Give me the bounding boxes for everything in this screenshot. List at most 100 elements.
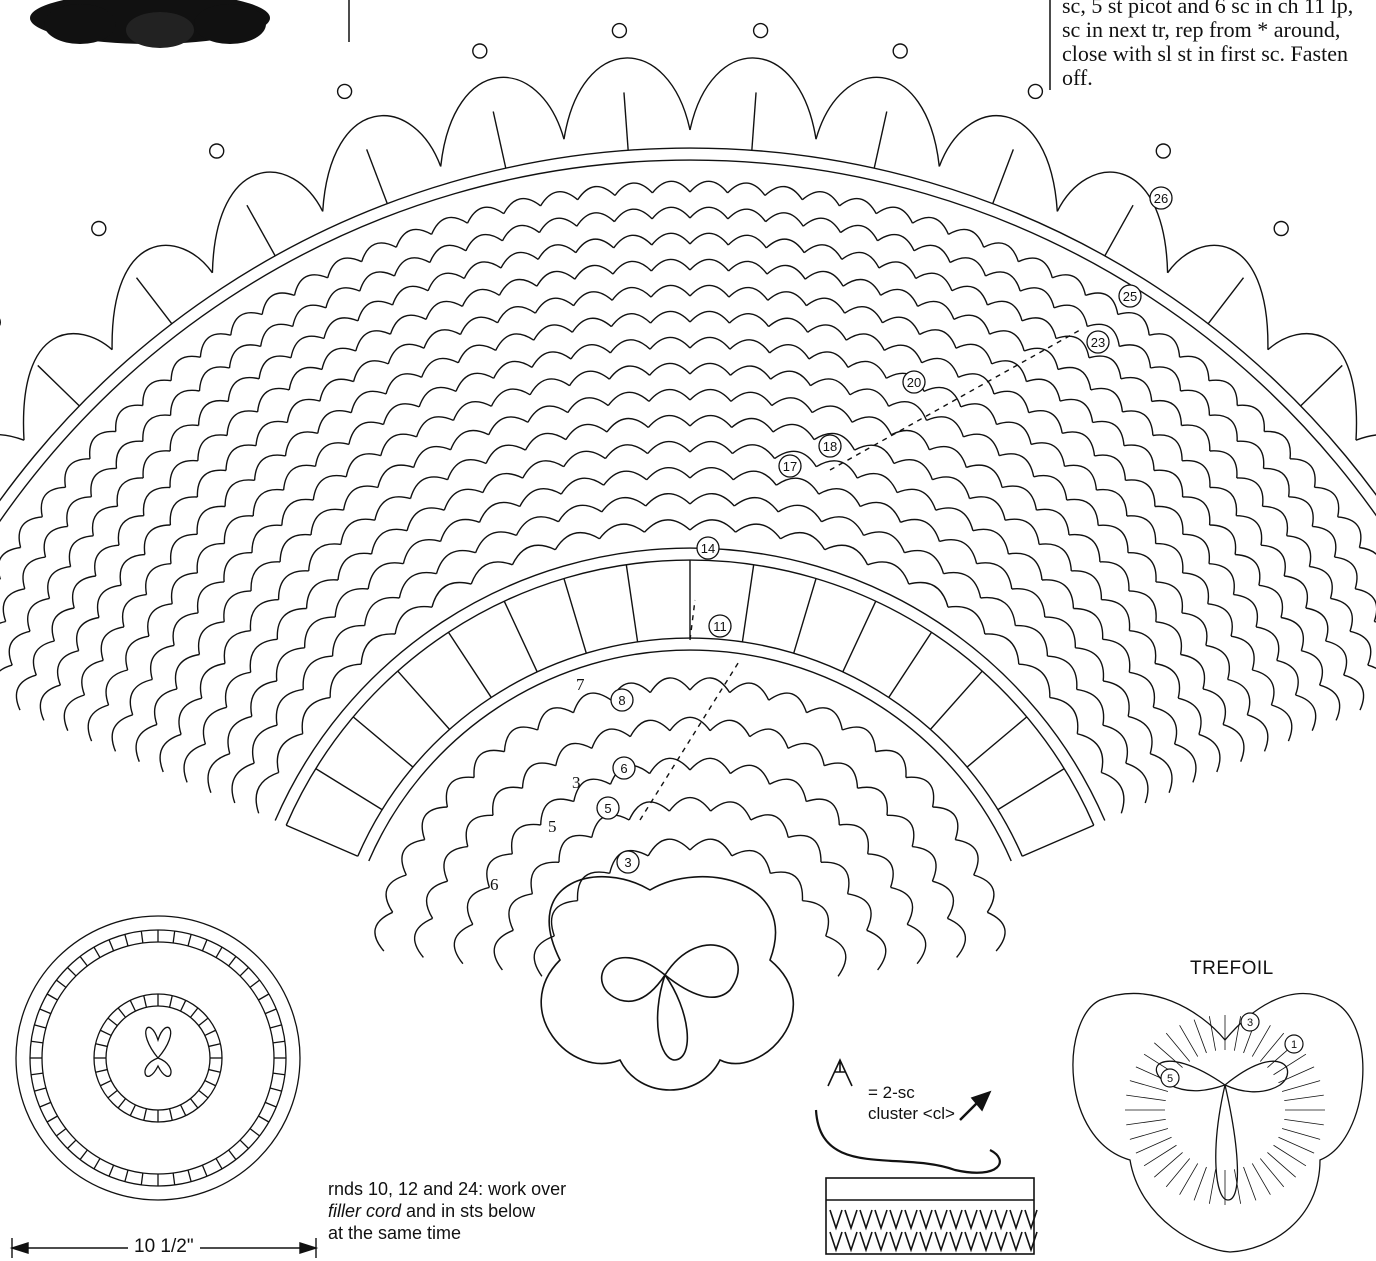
- chain-loop: [901, 520, 940, 542]
- chain-loop: [499, 279, 537, 295]
- chain-loop: [200, 367, 230, 391]
- chain-loop: [427, 881, 448, 918]
- chain-loop: [386, 875, 406, 912]
- ring-tick: [40, 1009, 51, 1014]
- ring-tick: [96, 1070, 108, 1073]
- chain-loop: [1101, 773, 1124, 814]
- chain-loop: [384, 404, 420, 425]
- chain-loop: [556, 743, 592, 765]
- ring-tick: [94, 1158, 100, 1168]
- chain-loop: [1020, 288, 1054, 308]
- chain-loop: [41, 487, 65, 517]
- chain-loop: [0, 665, 12, 700]
- round-marker-label: 18: [823, 439, 837, 454]
- chain-loop: [732, 851, 771, 874]
- chain-loop: [1103, 725, 1127, 763]
- chain-loop: [486, 445, 525, 463]
- ring-tick: [173, 1173, 175, 1185]
- chain-loop: [843, 279, 881, 295]
- chain-loop: [69, 536, 93, 567]
- chain-loop: [358, 301, 393, 321]
- chain-loop: [504, 727, 537, 752]
- chain-loop: [977, 563, 1012, 589]
- chain-loop: [1350, 631, 1371, 665]
- chain-loop: [690, 259, 729, 271]
- chain-loop: [464, 262, 501, 279]
- chain-loop: [305, 617, 336, 648]
- chain-loop: [648, 839, 690, 856]
- ring-tick: [270, 1025, 282, 1028]
- chain-loop: [432, 582, 471, 607]
- chain-loop: [1034, 476, 1067, 500]
- chain-loop: [577, 213, 615, 226]
- chain-loop: [868, 854, 893, 888]
- trefoil-stitch: [1278, 1067, 1314, 1083]
- chain-loop: [559, 835, 592, 862]
- chain-loop: [483, 474, 523, 493]
- chain-loop: [956, 344, 992, 364]
- trefoil-stitch: [1136, 1137, 1172, 1153]
- chain-loop: [609, 366, 649, 379]
- guide-line: [640, 660, 740, 820]
- chain-loop: [324, 318, 358, 339]
- chain-loop: [690, 285, 729, 297]
- chain-loop: [804, 245, 842, 260]
- chain-loop: [98, 585, 122, 617]
- trefoil-stitch: [1126, 1119, 1166, 1124]
- chain-loop: [912, 847, 936, 882]
- chain-loop: [1019, 664, 1050, 697]
- chain-loop: [1058, 367, 1091, 389]
- chain-loop: [365, 598, 400, 626]
- chain-loop: [572, 318, 611, 332]
- chain-loop: [1100, 562, 1129, 591]
- chain-loop: [532, 352, 571, 368]
- chain-loop: [852, 417, 891, 435]
- chain-loop: [1181, 425, 1209, 451]
- chain-loop: [1071, 571, 1101, 600]
- chain-loop: [555, 533, 599, 550]
- band-divider: [794, 578, 816, 653]
- round-marker-label: 23: [1091, 335, 1105, 350]
- chain-loop: [867, 930, 886, 970]
- chain-loop: [307, 580, 338, 609]
- chain-loop: [1018, 258, 1052, 278]
- chain-loop: [474, 750, 504, 777]
- chain-loop: [175, 655, 199, 689]
- chain-loop: [197, 470, 226, 497]
- chain-loop: [468, 207, 504, 223]
- chain-loop: [614, 209, 652, 222]
- chain-loop: [1209, 380, 1237, 405]
- chain-loop: [198, 435, 227, 461]
- ring-tick: [94, 947, 100, 957]
- chain-loop: [604, 471, 647, 485]
- ring-tick: [96, 1044, 108, 1047]
- chain-loop: [897, 489, 936, 510]
- chain-loop: [1247, 715, 1268, 752]
- chain-loop: [769, 693, 807, 713]
- chain-count-label: 7: [576, 675, 585, 694]
- chain-loop: [690, 337, 730, 349]
- chain-loop: [1077, 734, 1102, 773]
- chain-loop: [1264, 468, 1290, 496]
- chain-loop: [444, 489, 483, 510]
- chain-loop: [538, 245, 576, 260]
- chain-loop: [1152, 401, 1182, 426]
- chain-loop: [1181, 390, 1210, 415]
- chain-loop: [422, 807, 447, 840]
- chain-loop: [848, 894, 871, 931]
- chain-loop: [571, 345, 610, 359]
- chain-loop: [1091, 388, 1123, 411]
- trefoil-stitch: [1180, 1025, 1198, 1056]
- ring-tick: [202, 940, 207, 951]
- scallop: [0, 435, 24, 543]
- chain-loop: [541, 799, 574, 825]
- ring-tick: [250, 980, 260, 987]
- ring-tick: [100, 1030, 111, 1035]
- chain-loop: [882, 317, 919, 334]
- chain-loop: [987, 912, 1005, 951]
- chain-loop: [262, 293, 294, 315]
- chain-loop: [1153, 707, 1176, 744]
- round-arc: [0, 160, 1376, 666]
- chain-loop: [284, 465, 316, 490]
- chain-loop: [414, 447, 451, 468]
